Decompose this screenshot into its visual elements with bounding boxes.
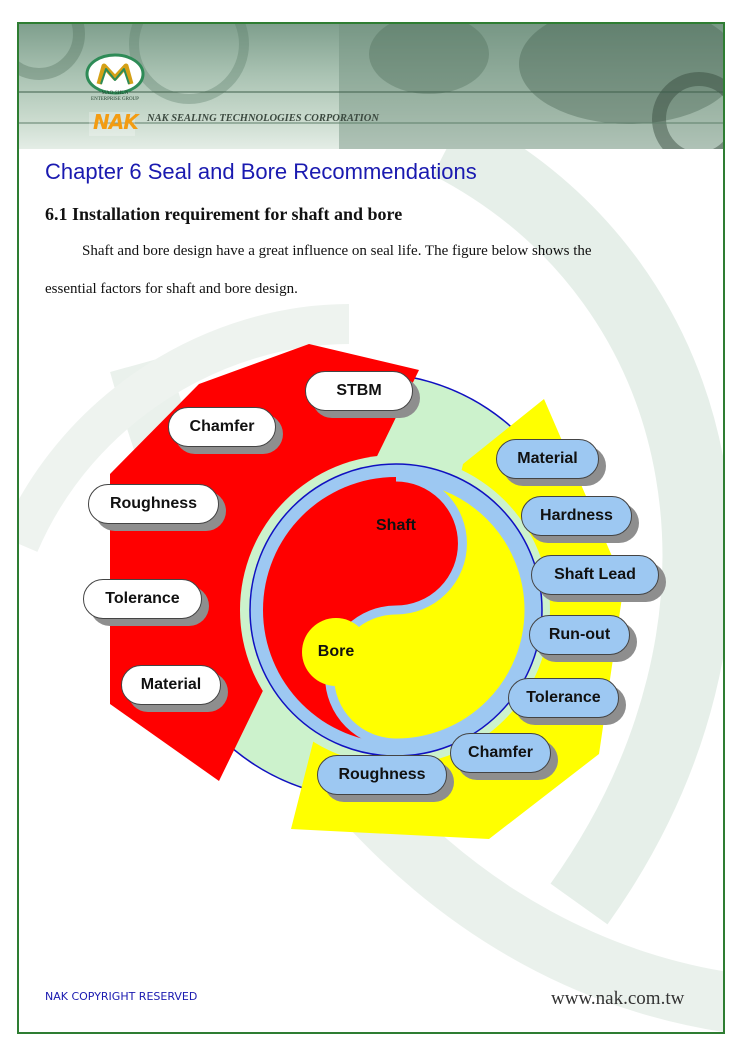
bore-factor-material: Material [121, 665, 221, 705]
body-paragraph-line-1: Shaft and bore design have a great influ… [82, 243, 592, 259]
bore-factor-tolerance: Tolerance [83, 579, 202, 619]
footer-copyright: NAK COPYRIGHT RESERVED [45, 990, 198, 1003]
section-title: 6.1 Installation requirement for shaft a… [45, 204, 403, 224]
page-frame: MAO-SHUN ENTERPRISE GROUP NAK NAK SEALIN… [17, 22, 725, 1034]
shaft-factor-shaft-lead: Shaft Lead [531, 555, 659, 595]
nak-brand-mark: NAK [93, 110, 139, 134]
header-banner: MAO-SHUN ENTERPRISE GROUP NAK NAK SEALIN… [19, 24, 723, 149]
shaft-factor-run-out: Run-out [529, 615, 630, 655]
chapter-title: Chapter 6 Seal and Bore Recommendations [45, 159, 477, 184]
shaft-factor-chamfer: Chamfer [450, 733, 551, 773]
shaft-factor-hardness: Hardness [521, 496, 632, 536]
bore-label: Bore [317, 643, 355, 660]
company-name: NAK SEALING TECHNOLOGIES CORPORATION [147, 113, 379, 124]
bore-dot [302, 618, 370, 686]
footer-website-url: www.nak.com.tw [551, 988, 685, 1009]
shaft-half [325, 472, 534, 748]
shaft-label: Shaft [376, 517, 416, 534]
shaft-bore-diagram [110, 344, 624, 839]
bore-factor-stbm: STBM [305, 371, 413, 411]
bore-factor-chamfer: Chamfer [168, 407, 276, 447]
bore-factor-roughness: Roughness [88, 484, 219, 524]
body-paragraph-line-2: essential factors for shaft and bore des… [45, 281, 298, 297]
shaft-dot [362, 492, 430, 560]
banner-artwork [19, 24, 723, 149]
shaft-factor-tolerance: Tolerance [508, 678, 619, 718]
logo-group-name: MAO-SHUN ENTERPRISE GROUP [91, 91, 139, 102]
shaft-factor-material: Material [496, 439, 599, 479]
shaft-factor-roughness: Roughness [317, 755, 447, 795]
